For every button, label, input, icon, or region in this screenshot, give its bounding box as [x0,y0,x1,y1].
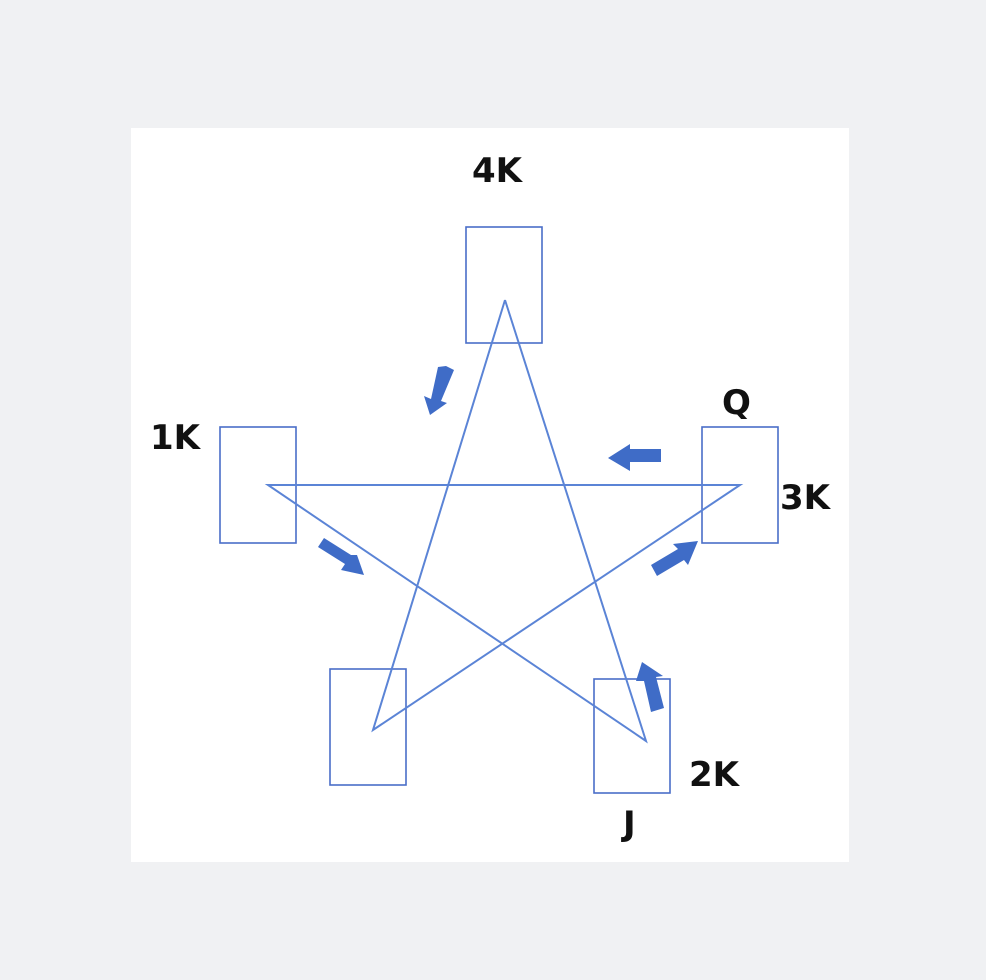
label-bottom-right-below: J [621,804,636,844]
label-right-side: 3K [780,478,832,518]
label-bottom-right-side: 2K [689,755,741,795]
card-slot-top [465,226,543,344]
diagram-panel [131,128,849,862]
label-left: 1K [150,418,202,458]
arrow-left-icon [608,444,661,471]
arrow-up-right-icon [651,541,698,576]
arrow-down-right-icon [318,538,364,575]
arrow-down-left-icon [424,366,454,415]
card-slot-bottom-left [329,668,407,786]
arrow-up-icon [636,662,664,712]
label-right-top: Q [722,383,751,423]
card-slot-bottom-right [593,678,671,794]
label-top: 4K [472,151,524,191]
star-outline [264,299,744,744]
